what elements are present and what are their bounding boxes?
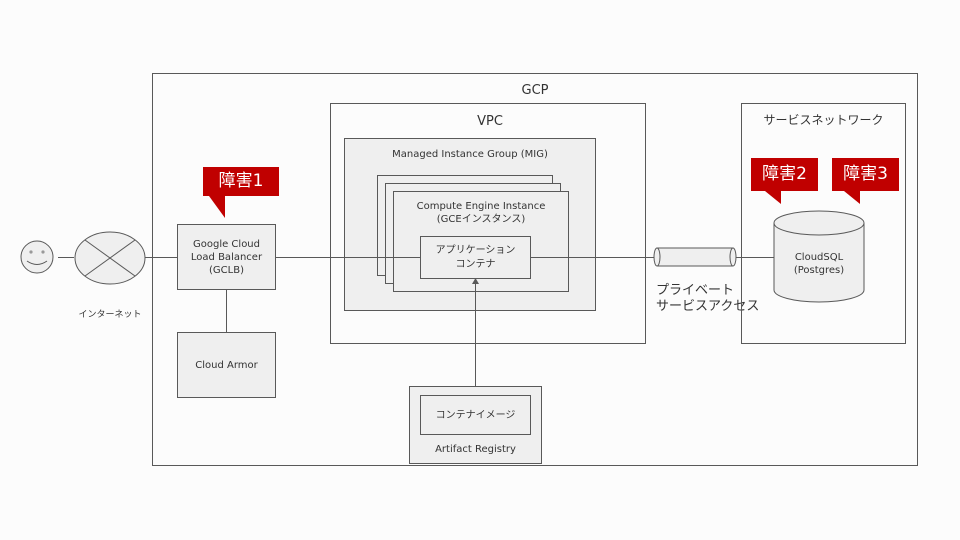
user-face-icon <box>20 240 54 274</box>
mig-label: Managed Instance Group (MIG) <box>392 148 548 160</box>
app-container <box>420 236 531 279</box>
artifact-registry-label: Artifact Registry <box>435 444 516 455</box>
gce-label-line1: Compute Engine Instance <box>416 201 546 212</box>
cloudsql-line2: (Postgres) <box>793 265 845 276</box>
container-image-box: コンテナイメージ <box>420 395 531 435</box>
incident-pointer-3 <box>844 191 860 204</box>
cloudsql-line1: CloudSQL <box>794 252 844 263</box>
gcp-label: GCP <box>521 82 549 98</box>
service-network-boundary <box>741 103 906 344</box>
incident-badge-1: 障害1 <box>203 167 279 218</box>
gcp-boundary <box>152 73 918 466</box>
gce-label-line2: (GCEインスタンス) <box>436 214 526 225</box>
incident-label-2: 障害2 <box>762 164 807 184</box>
gclb-box <box>177 224 276 290</box>
incident-badge-2: 障害2 <box>751 158 818 204</box>
incident-badge-3: 障害3 <box>832 158 899 204</box>
container-image-label: コンテナイメージ <box>435 409 516 421</box>
gclb-line1: Google Cloud <box>192 239 260 250</box>
internet-label: インターネット <box>78 309 142 320</box>
incident-label-1: 障害1 <box>218 171 264 191</box>
connector-internet-to-gclb <box>145 257 178 258</box>
cloud-armor-label: Cloud Armor <box>195 359 258 371</box>
incident-pointer-1 <box>209 196 225 218</box>
vpc-label: VPC <box>477 113 503 129</box>
cloudsql-database-icon <box>773 210 865 303</box>
service-network-label: サービスネットワーク <box>763 112 884 127</box>
connector-user-to-internet <box>58 257 74 258</box>
gclb-line2: Load Balancer <box>190 252 263 263</box>
connector-registry-to-app <box>475 282 476 395</box>
private-access-line2: サービスアクセス <box>656 299 760 314</box>
connector-gclb-to-armor <box>226 290 227 332</box>
internet-icon <box>74 231 146 285</box>
incident-label-3: 障害3 <box>843 164 888 184</box>
incident-pointer-2 <box>765 191 781 204</box>
arrow-head-icon <box>472 278 479 284</box>
private-access-pipe-icon <box>653 247 737 267</box>
gclb-line3: (GCLB) <box>209 265 244 276</box>
cloud-armor-box: Cloud Armor <box>177 332 276 398</box>
private-access-line1: プライベート <box>656 283 735 298</box>
app-container-line2: コンテナ <box>455 259 496 270</box>
app-container-line1: アプリケーション <box>435 245 516 256</box>
